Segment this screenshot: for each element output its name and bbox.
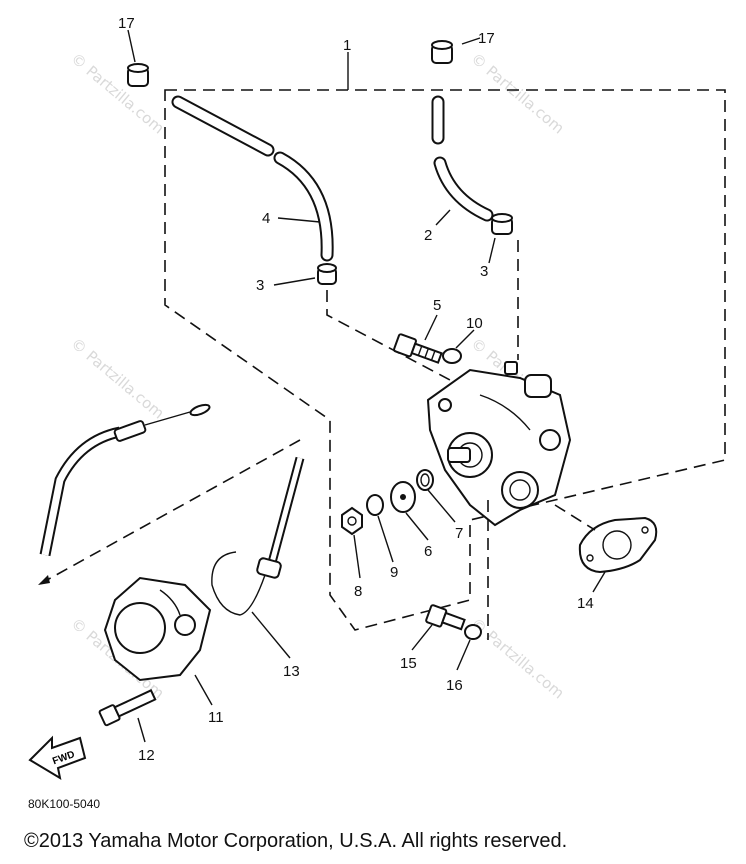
callout-1: 1 xyxy=(343,37,351,54)
callout-10: 10 xyxy=(466,315,483,332)
callout-17: 17 xyxy=(478,30,495,47)
callout-15: 15 xyxy=(400,655,417,672)
callout-4: 4 xyxy=(262,210,270,227)
clip-3-right xyxy=(491,213,513,235)
arrow-head xyxy=(38,575,50,585)
nut-8 xyxy=(341,506,363,536)
oil-pump-cable-upper xyxy=(39,403,211,557)
callout-12: 12 xyxy=(138,747,155,764)
callout-13: 13 xyxy=(283,663,300,680)
washer-16 xyxy=(464,624,482,640)
watermark-text: © Partzilla.com xyxy=(467,49,567,137)
dashed-leader xyxy=(37,439,301,586)
oil-pump-cable-13 xyxy=(211,456,305,616)
dashed-leader xyxy=(326,290,451,381)
cap-17-right xyxy=(431,40,453,64)
copyright-notice: ©2013 Yamaha Motor Corporation, U.S.A. A… xyxy=(24,830,568,852)
watermark-text: © Partzilla.com xyxy=(67,49,167,137)
pump-cover-11 xyxy=(103,576,212,682)
dashed-leader xyxy=(554,504,596,531)
washer-hole xyxy=(420,473,430,487)
callout-2: 2 xyxy=(424,227,432,244)
bolt-15 xyxy=(425,604,466,631)
callout-8: 8 xyxy=(354,583,362,600)
hose-2 xyxy=(431,95,494,222)
washer-9 xyxy=(366,494,384,516)
callout-3: 3 xyxy=(256,277,264,294)
watermark-text: © Partzilla.com xyxy=(467,614,567,702)
washer-7 xyxy=(416,469,434,491)
cap-17-left xyxy=(127,63,149,87)
callout-5: 5 xyxy=(433,297,441,314)
oil-pump-body xyxy=(426,361,572,527)
callout-14: 14 xyxy=(577,595,594,612)
bolt-12 xyxy=(98,689,157,727)
diagram-code: 80K100-5040 xyxy=(28,797,101,811)
hose-4 xyxy=(171,95,334,262)
callout-6: 6 xyxy=(424,543,432,560)
fwd-arrow-icon: FWD xyxy=(28,735,87,781)
clip-3-left xyxy=(317,263,337,285)
callout-9: 9 xyxy=(390,564,398,581)
callout-3: 3 xyxy=(480,263,488,280)
bolt-5 xyxy=(393,333,443,364)
callout-7: 7 xyxy=(455,525,463,542)
gasket-14 xyxy=(578,516,658,574)
plate-hole xyxy=(400,494,406,500)
callout-17: 17 xyxy=(118,15,135,32)
callout-leaders xyxy=(127,29,606,743)
washer-10 xyxy=(442,348,462,364)
callout-16: 16 xyxy=(446,677,463,694)
assembly-boundary xyxy=(164,89,726,631)
callout-numbers: 17 17 1 4 2 3 3 5 10 8 9 6 7 14 15 16 13… xyxy=(118,15,594,764)
callout-11: 11 xyxy=(208,709,224,726)
watermark-text: © Partzilla.com xyxy=(67,334,167,422)
